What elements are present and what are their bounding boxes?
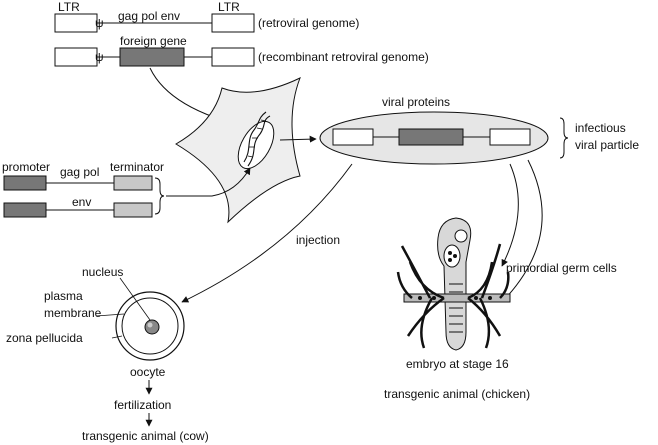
injection-label: injection (296, 233, 340, 247)
psi-symbol: ψ (95, 16, 104, 30)
genes-label: gag pol env (118, 9, 180, 23)
plasma-label-1: plasma (44, 289, 83, 303)
embryo-eye (454, 229, 468, 243)
arrow-cell-to-particle (279, 135, 317, 143)
promoter-box-2 (3, 202, 47, 218)
promoter-label: promoter (2, 160, 50, 174)
arrow-particle-to-embryo-1 (501, 163, 519, 267)
ltr-left-label: LTR (58, 0, 80, 14)
fertilization-label: fertilization (114, 398, 171, 412)
embryo-cross-vessel (403, 293, 511, 303)
zona-pellucida-label: zona pellucida (6, 331, 83, 345)
nucleus-pointer (119, 277, 151, 321)
ltr-right-box-2 (211, 47, 255, 67)
viral-proteins-label: viral proteins (382, 95, 450, 109)
terminator-box-2 (113, 202, 153, 218)
terminator-box-1 (113, 175, 153, 191)
ltr-left-box-2 (54, 47, 98, 67)
particle-ltr-left (332, 128, 374, 146)
particle-ltr-right (489, 128, 531, 146)
psi-symbol-2: ψ (95, 50, 104, 64)
packaging-cell (175, 77, 301, 224)
viral-particle: viral proteins infectious viral particle (319, 95, 639, 165)
oocyte-nucleus (144, 319, 160, 335)
retroviral-genome-caption: (retroviral genome) (258, 16, 359, 30)
foreign-gene-label: foreign gene (120, 34, 187, 48)
transgenic-chicken-label: transgenic animal (chicken) (384, 387, 530, 401)
packaging-constructs: promoter gag pol terminator env (2, 160, 165, 218)
oocyte-label: oocyte (130, 365, 166, 379)
dna-helix-2 (247, 115, 271, 167)
arrow-constructs-to-cell (166, 167, 251, 197)
dna-helix-1 (243, 111, 267, 163)
plasma-label-2: membrane (44, 306, 102, 320)
retroviral-genome: ψ LTR gag pol env LTR (retroviral genome… (54, 0, 359, 33)
arrow-particle-to-oocyte (181, 163, 353, 303)
primordial-germ-cells-label: primordial germ cells (506, 261, 617, 275)
infectious-label: infectious (575, 121, 626, 135)
particle-brace (559, 117, 569, 159)
packaging-brace (154, 177, 165, 215)
vessels-right (467, 243, 510, 349)
arrow-particle-to-embryo-2 (501, 159, 543, 303)
nucleus-label: nucleus (82, 265, 123, 279)
zona-pointer (111, 335, 123, 339)
ltr-left-box (54, 13, 98, 33)
ltr-right-box (211, 13, 255, 33)
vessels-left (396, 245, 445, 349)
recombinant-genome: ψ foreign gene (recombinant retroviral g… (54, 34, 429, 67)
foreign-gene-box (119, 47, 185, 67)
cell-outline (175, 77, 301, 224)
embryo-heart (443, 244, 461, 268)
chicken-embryo (396, 217, 511, 351)
env-label: env (72, 195, 91, 209)
recombinant-caption: (recombinant retroviral genome) (258, 50, 429, 64)
embryo-stage-label: embryo at stage 16 (406, 357, 509, 371)
gag-pol-label: gag pol (60, 165, 99, 179)
viral-particle-label: viral particle (575, 138, 639, 152)
ltr-right-label: LTR (218, 0, 240, 14)
oocyte (115, 291, 185, 361)
particle-foreign-gene (398, 128, 464, 146)
terminator-label: terminator (110, 160, 164, 174)
transgenic-cow-label: transgenic animal (cow) (82, 429, 209, 443)
plasma-pointer (95, 313, 125, 317)
promoter-box-1 (3, 175, 47, 191)
